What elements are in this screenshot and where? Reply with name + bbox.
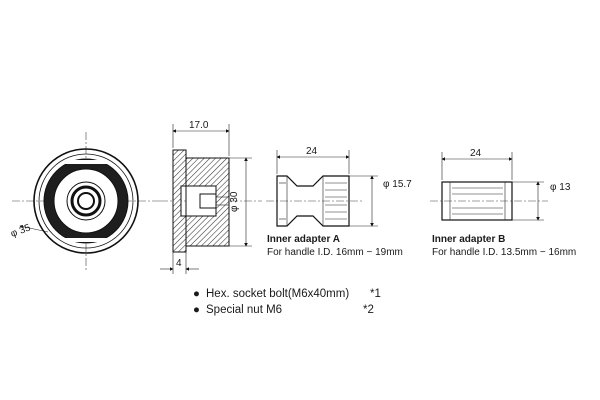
adapter-a-slits <box>279 182 347 220</box>
section-flange <box>172 149 187 253</box>
adapter-a-subtitle: For handle I.D. 16mm − 19mm <box>267 247 403 258</box>
adapter-b-len-label: 24 <box>470 148 482 159</box>
nut-ring <box>70 185 102 217</box>
adapter-a-dia-label: φ 15.7 <box>383 179 412 190</box>
dia-35-label: φ 35 <box>9 222 32 239</box>
inner-adapter-b: 24 φ 13 Inner adapter B For handle I.D. … <box>430 148 576 258</box>
inner-face-circle <box>53 168 119 234</box>
section-nut <box>199 193 217 209</box>
dim-30-label: φ 30 <box>229 191 240 212</box>
note-2-mark: *2 <box>363 304 374 316</box>
adapter-b-subtitle: For handle I.D. 13.5mm − 16mm <box>432 247 576 258</box>
ring-text-marks <box>64 160 108 242</box>
adapter-b-slits <box>452 187 503 215</box>
bore-circle <box>77 192 95 210</box>
adapter-a-title: Inner adapter A <box>267 234 340 245</box>
adapter-b-outline <box>441 181 513 221</box>
outer-flange-circle <box>33 148 139 254</box>
parts-notes: ● Hex. socket bolt(M6x40mm) *1 ● Special… <box>193 288 381 316</box>
note-2-bullet: ● <box>193 304 200 316</box>
side-section-view: 17.0 φ 30 4 <box>160 120 262 274</box>
adapter-a-len-label: 24 <box>306 146 318 157</box>
dim-4-label: 4 <box>176 258 182 269</box>
boss-circle <box>66 181 106 221</box>
adapter-b-dia-label: φ 13 <box>550 182 571 193</box>
adapter-b-title: Inner adapter B <box>432 234 505 245</box>
note-1-text: Hex. socket bolt(M6x40mm) <box>206 288 349 300</box>
flange-step-circle <box>38 153 134 249</box>
dia-35-leader <box>19 224 49 233</box>
dim-17-label: 17.0 <box>189 120 209 131</box>
note-1-mark: *1 <box>370 288 381 300</box>
inner-adapter-a: 24 φ 15.7 Inner adapter A For handle I.D… <box>266 146 412 258</box>
note-2-text: Special nut M6 <box>206 304 282 316</box>
note-1-bullet: ● <box>193 288 200 300</box>
front-view: φ 35 <box>9 132 160 272</box>
